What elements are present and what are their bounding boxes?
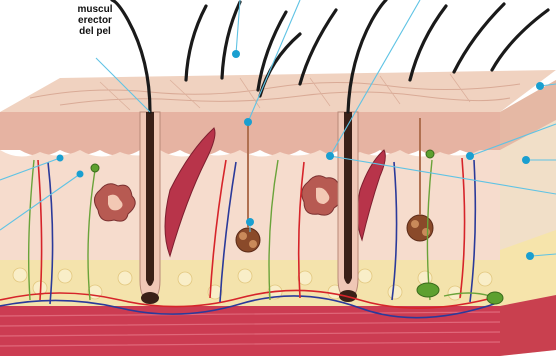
label-line-2: erector bbox=[62, 15, 128, 26]
label-line-1: muscul bbox=[62, 4, 128, 15]
block-side-face bbox=[500, 80, 556, 356]
hair-follicle bbox=[338, 112, 358, 302]
hair-follicle bbox=[140, 112, 160, 304]
muscle-layer bbox=[0, 306, 500, 356]
label-line-3: del pel bbox=[62, 26, 128, 37]
arrector-pili-label: muscul erector del pel bbox=[62, 4, 128, 37]
